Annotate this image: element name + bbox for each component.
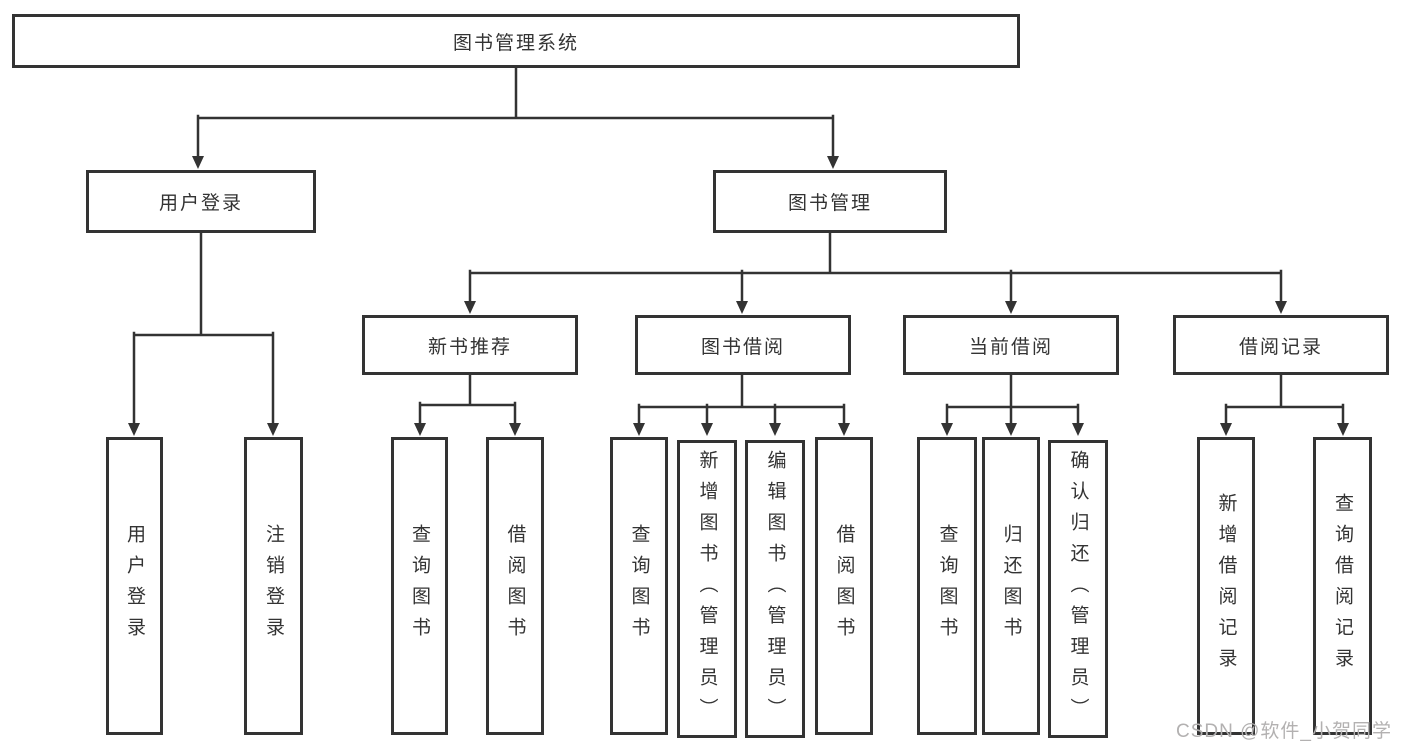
leaf-bb-query-books: 查询图书 xyxy=(610,437,668,735)
node-new-book-recommend: 新书推荐 xyxy=(362,315,578,375)
leaf-nbr-query-books: 查询图书 xyxy=(391,437,448,735)
leaf-bb-borrow-books: 借阅图书 xyxy=(815,437,873,735)
leaf-cb-query-books: 查询图书 xyxy=(917,437,977,735)
leaf-user-login: 用户登录 xyxy=(106,437,163,735)
node-user-login-group-label: 用户登录 xyxy=(158,193,243,214)
leaf-br-query-record: 查询借阅记录 xyxy=(1313,437,1372,735)
leaf-cb-confirm-return-admin: 确认归还（管理员） xyxy=(1048,440,1108,738)
leaf-bb-add-books-admin-label: 新增图书（管理员） xyxy=(696,449,718,729)
node-new-book-recommend-label: 新书推荐 xyxy=(427,336,512,358)
node-book-borrowing-label: 图书借阅 xyxy=(700,336,785,358)
node-borrowing-records: 借阅记录 xyxy=(1173,315,1389,375)
leaf-br-add-record: 新增借阅记录 xyxy=(1197,437,1255,735)
leaf-cb-query-books-label: 查询图书 xyxy=(936,524,958,648)
leaf-nbr-query-books-label: 查询图书 xyxy=(409,524,430,648)
leaf-cb-confirm-return-admin-label: 确认归还（管理员） xyxy=(1067,449,1089,729)
leaf-nbr-borrow-books: 借阅图书 xyxy=(486,437,544,735)
node-book-management-group: 图书管理 xyxy=(713,170,947,233)
node-root: 图书管理系统 xyxy=(12,14,1020,68)
node-current-borrowing-label: 当前借阅 xyxy=(968,336,1053,358)
leaf-bb-add-books-admin: 新增图书（管理员） xyxy=(677,440,737,738)
leaf-br-add-record-label: 新增借阅记录 xyxy=(1215,493,1237,679)
leaf-bb-query-books-label: 查询图书 xyxy=(628,524,650,648)
leaf-logout: 注销登录 xyxy=(244,437,303,735)
node-root-label: 图书管理系统 xyxy=(452,32,579,54)
node-book-borrowing: 图书借阅 xyxy=(635,315,851,375)
leaf-cb-return-books: 归还图书 xyxy=(982,437,1040,735)
leaf-nbr-borrow-books-label: 借阅图书 xyxy=(504,524,526,648)
leaf-logout-label: 注销登录 xyxy=(263,524,284,648)
node-user-login-group: 用户登录 xyxy=(86,170,316,233)
watermark-text: CSDN @软件_小贺同学 xyxy=(1176,721,1392,742)
leaf-bb-borrow-books-label: 借阅图书 xyxy=(833,524,855,648)
leaf-bb-edit-books-admin-label: 编辑图书（管理员） xyxy=(764,449,786,729)
leaf-user-login-label: 用户登录 xyxy=(124,524,145,648)
node-current-borrowing: 当前借阅 xyxy=(903,315,1119,375)
node-borrowing-records-label: 借阅记录 xyxy=(1238,336,1323,358)
leaf-br-query-record-label: 查询借阅记录 xyxy=(1332,493,1353,679)
leaf-cb-return-books-label: 归还图书 xyxy=(1000,524,1022,648)
node-book-management-group-label: 图书管理 xyxy=(787,193,872,214)
leaf-bb-edit-books-admin: 编辑图书（管理员） xyxy=(745,440,805,738)
